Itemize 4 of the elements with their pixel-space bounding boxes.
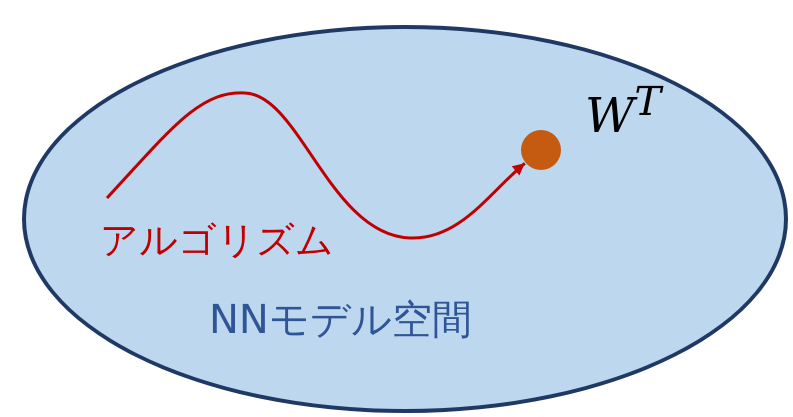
edge-label: アルゴリズム (100, 218, 334, 264)
region-label: NNモデル空間 (209, 296, 472, 344)
arrow (106, 92, 526, 240)
math-label: W$^{T}$ (585, 78, 662, 146)
